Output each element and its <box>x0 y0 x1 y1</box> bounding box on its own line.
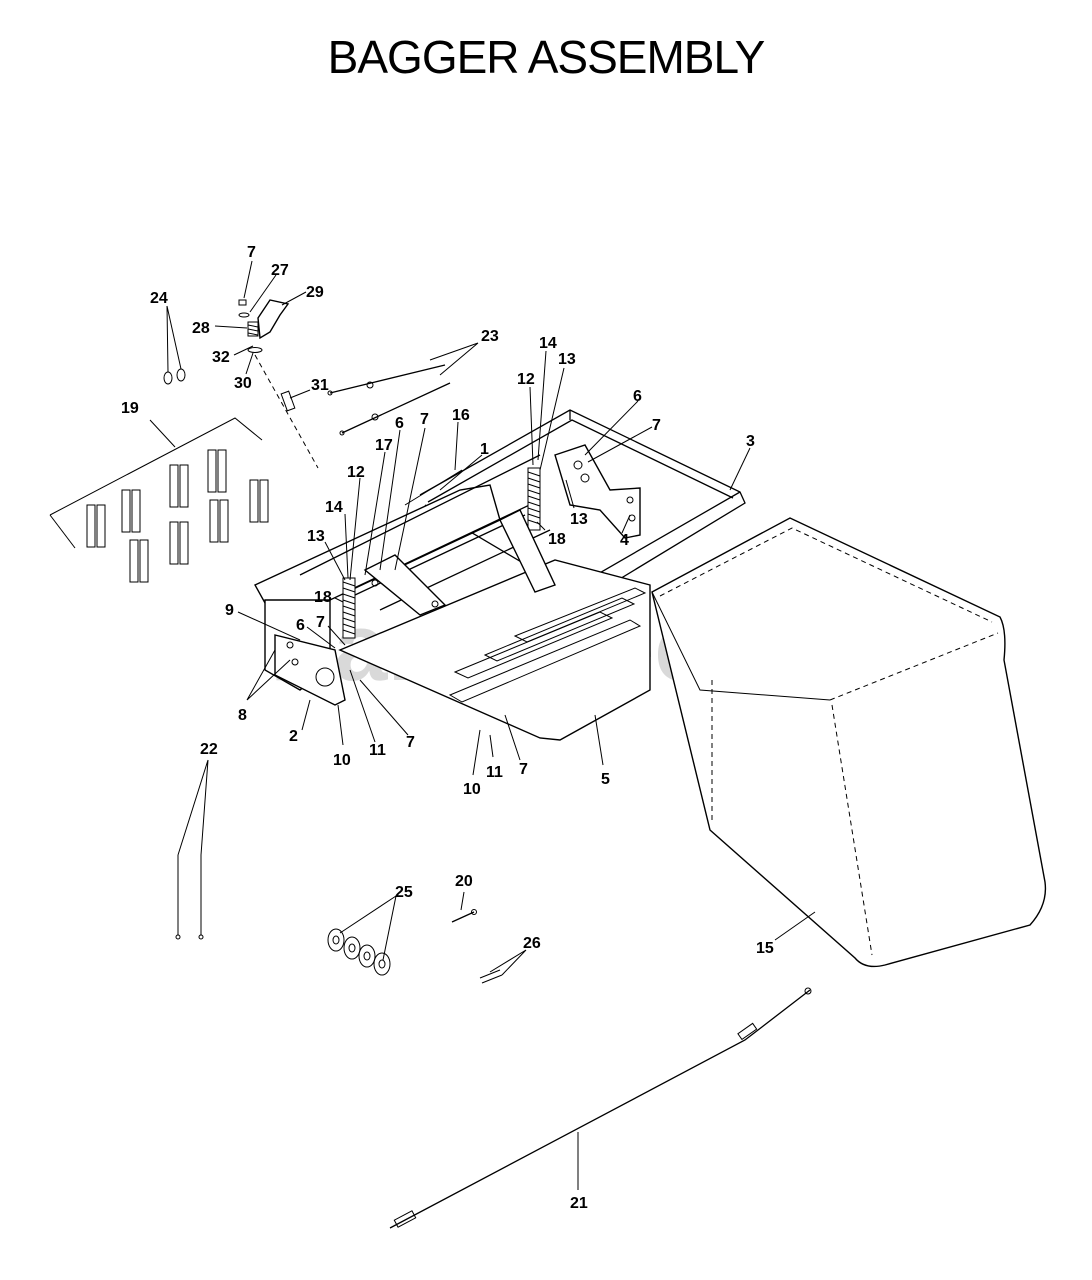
callout-13: 13 <box>558 351 576 368</box>
callout-17: 17 <box>375 437 393 454</box>
callout-11: 11 <box>369 742 386 759</box>
latch-assembly <box>238 299 319 469</box>
callout-10: 10 <box>333 752 351 769</box>
callout-24: 24 <box>150 290 168 307</box>
callout-18: 18 <box>314 589 332 606</box>
callout-14: 14 <box>539 335 557 352</box>
part-18-spring-right <box>527 467 541 531</box>
callout-7: 7 <box>420 411 429 428</box>
callout-22: 22 <box>200 741 218 758</box>
callout-9: 9 <box>225 602 234 619</box>
part-18-spring-left <box>342 577 356 639</box>
callout-28: 28 <box>192 320 210 337</box>
callout-21: 21 <box>570 1195 588 1212</box>
part-23-rods <box>327 364 451 436</box>
part-20-pin <box>451 909 477 923</box>
callout-16: 16 <box>452 407 470 424</box>
callout-19: 19 <box>121 400 139 417</box>
part-2-side-plate <box>274 634 346 706</box>
callout-3: 3 <box>746 433 755 450</box>
callout-12: 12 <box>517 371 535 388</box>
callout-labels: 7 27 29 24 28 32 30 31 23 19 14 13 12 6 … <box>121 244 774 1212</box>
callout-13: 13 <box>570 511 588 528</box>
callout-30: 30 <box>234 375 252 392</box>
callout-8: 8 <box>238 707 247 724</box>
part-4-hinge-bracket <box>554 444 641 539</box>
callout-6: 6 <box>395 415 404 432</box>
callout-20: 20 <box>455 873 473 890</box>
part-24-washers <box>163 368 186 385</box>
callout-5: 5 <box>601 771 610 788</box>
callout-4: 4 <box>620 532 629 549</box>
callout-7: 7 <box>247 244 256 261</box>
callout-7: 7 <box>406 734 415 751</box>
callout-10: 10 <box>463 781 481 798</box>
callout-31: 31 <box>311 377 329 394</box>
hinge-arms <box>363 509 556 616</box>
callout-32: 32 <box>212 349 230 366</box>
callout-15: 15 <box>756 940 774 957</box>
callout-14: 14 <box>325 499 343 516</box>
callout-26: 26 <box>523 935 541 952</box>
callout-7: 7 <box>316 614 325 631</box>
callout-11: 11 <box>486 764 503 781</box>
part-22-rods <box>175 855 204 940</box>
part-26-cotter-pins <box>479 969 503 984</box>
leader-lines <box>149 260 816 1190</box>
callout-18: 18 <box>548 531 566 548</box>
part-21-cable <box>389 987 812 1229</box>
callout-7: 7 <box>652 417 661 434</box>
callout-25: 25 <box>395 884 413 901</box>
part-25-washers <box>327 928 391 976</box>
callout-23: 23 <box>481 328 499 345</box>
callout-27: 27 <box>271 262 289 279</box>
callout-7: 7 <box>519 761 528 778</box>
callout-12: 12 <box>347 464 365 481</box>
callout-2: 2 <box>289 728 298 745</box>
callout-6: 6 <box>633 388 642 405</box>
callout-1: 1 <box>480 441 489 458</box>
callout-29: 29 <box>306 284 324 301</box>
callout-6: 6 <box>296 617 305 634</box>
part-19-clip-set <box>49 417 269 583</box>
part-5-bottom-plate <box>338 559 651 741</box>
diagram-title: BAGGER ASSEMBLY <box>327 31 766 83</box>
part-15-grass-bag <box>651 517 1047 968</box>
callout-13: 13 <box>307 528 325 545</box>
